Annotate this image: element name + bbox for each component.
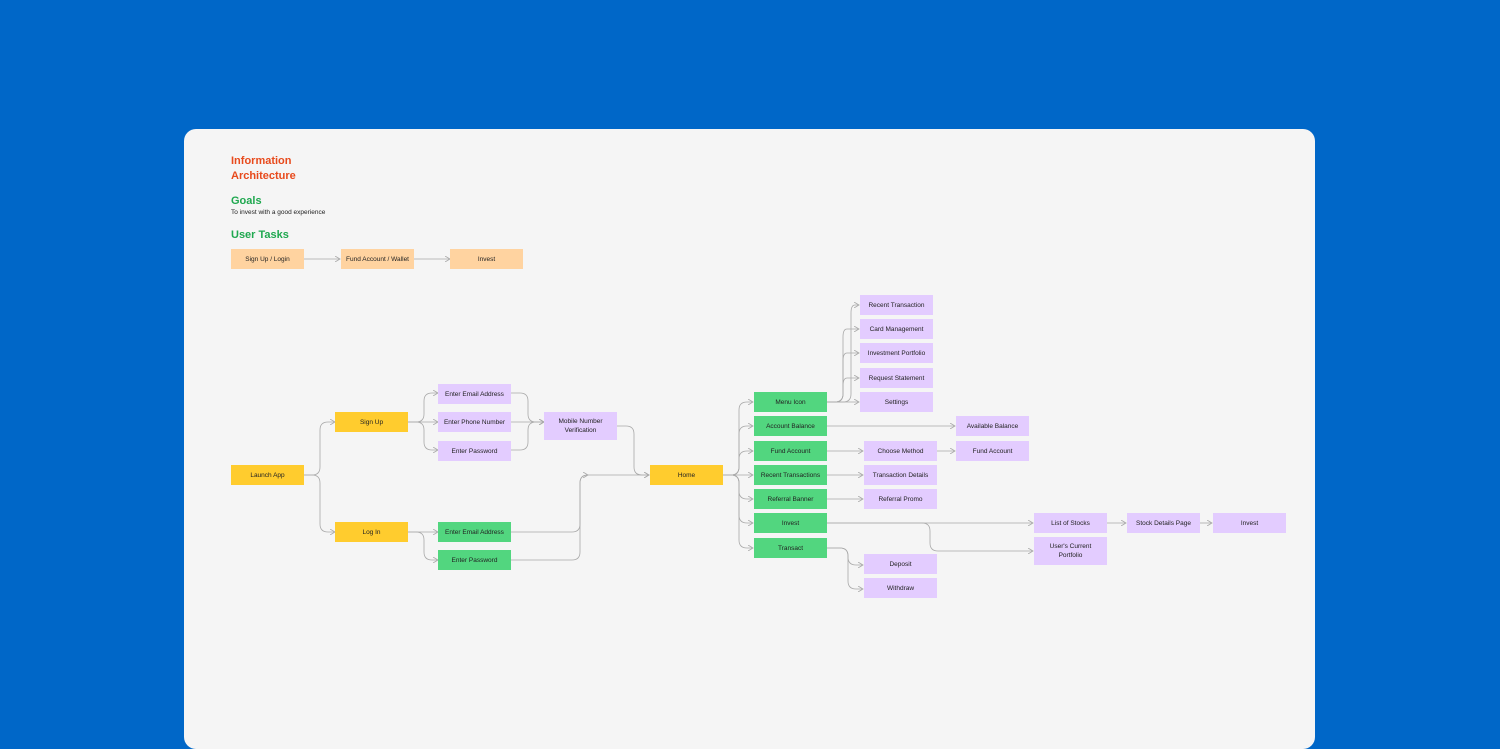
transact-node: Transact [754, 538, 827, 558]
fund-account-node: Fund Account [754, 441, 827, 461]
login-email-node: Enter Email Address [438, 522, 511, 542]
invest-final-node: Invest [1213, 513, 1286, 533]
available-balance-node: Available Balance [956, 416, 1029, 436]
connector-lines [304, 129, 1315, 749]
users-current-portfolio-node: User's Current Portfolio [1034, 537, 1107, 565]
user-task-invest: Invest [450, 249, 523, 269]
referral-banner-node: Referral Banner [754, 489, 827, 509]
menu-icon-node: Menu Icon [754, 392, 827, 412]
list-of-stocks-node: List of Stocks [1034, 513, 1107, 533]
account-balance-node: Account Balance [754, 416, 827, 436]
mobile-verification-node: Mobile Number Verification [544, 412, 617, 440]
recent-transactions-node: Recent Transactions [754, 465, 827, 485]
user-task-fund-account: Fund Account / Wallet [341, 249, 414, 269]
investment-portfolio-node: Investment Portfolio [860, 343, 933, 363]
sign-up-node: Sign Up [335, 412, 408, 432]
card-management-node: Card Management [860, 319, 933, 339]
invest-node: Invest [754, 513, 827, 533]
signup-password-node: Enter Password [438, 441, 511, 461]
launch-app-node: Launch App [231, 465, 304, 485]
login-password-node: Enter Password [438, 550, 511, 570]
choose-method-node: Choose Method [864, 441, 937, 461]
request-statement-node: Request Statement [860, 368, 933, 388]
signup-email-node: Enter Email Address [438, 384, 511, 404]
transaction-details-node: Transaction Details [864, 465, 937, 485]
withdraw-node: Withdraw [864, 578, 937, 598]
recent-transaction-node: Recent Transaction [860, 295, 933, 315]
fund-account-final-node: Fund Account [956, 441, 1029, 461]
user-task-sign-up-login: Sign Up / Login [231, 249, 304, 269]
goals-heading: Goals [231, 195, 262, 207]
referral-promo-node: Referral Promo [864, 489, 937, 509]
page-title: Information Architecture [231, 155, 296, 182]
goal-text: To invest with a good experience [231, 209, 326, 216]
home-node: Home [650, 465, 723, 485]
user-tasks-heading: User Tasks [231, 229, 289, 241]
signup-phone-node: Enter Phone Number [438, 412, 511, 432]
deposit-node: Deposit [864, 554, 937, 574]
log-in-node: Log In [335, 522, 408, 542]
stock-details-page-node: Stock Details Page [1127, 513, 1200, 533]
diagram-board: Information Architecture Goals To invest… [184, 129, 1315, 749]
settings-node: Settings [860, 392, 933, 412]
